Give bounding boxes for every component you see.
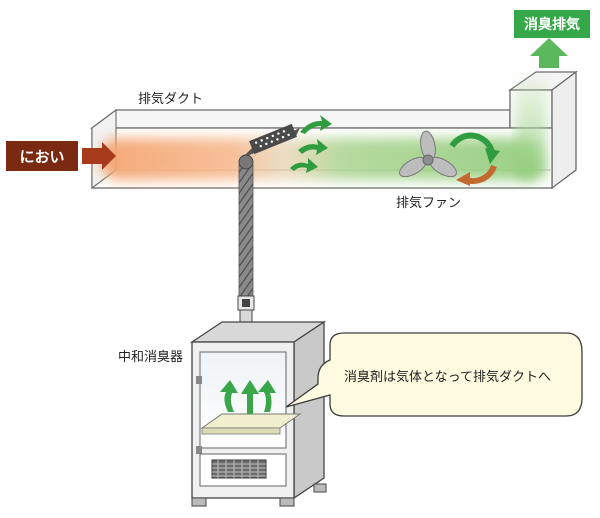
deodorized-exhaust-label: 消臭排気 [524,17,580,33]
deodorized-tag-box [514,10,590,38]
odor-label: におい [19,147,65,166]
supply-tube [237,154,255,333]
nozzle [242,123,300,158]
flow-arrows [290,115,332,173]
fan-icon [399,130,457,178]
callout-bubble [285,332,583,417]
callout-text: 消臭剤は気体となって排気ダクトへ [344,370,551,385]
odor-inlet [6,141,116,171]
vapor-arrows [220,380,276,414]
rotation-arrows [449,132,500,186]
deodorized-outlet [514,10,590,68]
odor-tag-box [6,141,78,171]
neutralizer-label: 中和消臭器 [118,350,184,365]
neutralizer-cabinet [189,320,327,507]
exhaust-duct-label: 排気ダクト [138,92,204,107]
exhaust-fan-label: 排気ファン [396,196,462,211]
odor-arrow [82,142,116,170]
up-arrow-icon [530,38,568,68]
